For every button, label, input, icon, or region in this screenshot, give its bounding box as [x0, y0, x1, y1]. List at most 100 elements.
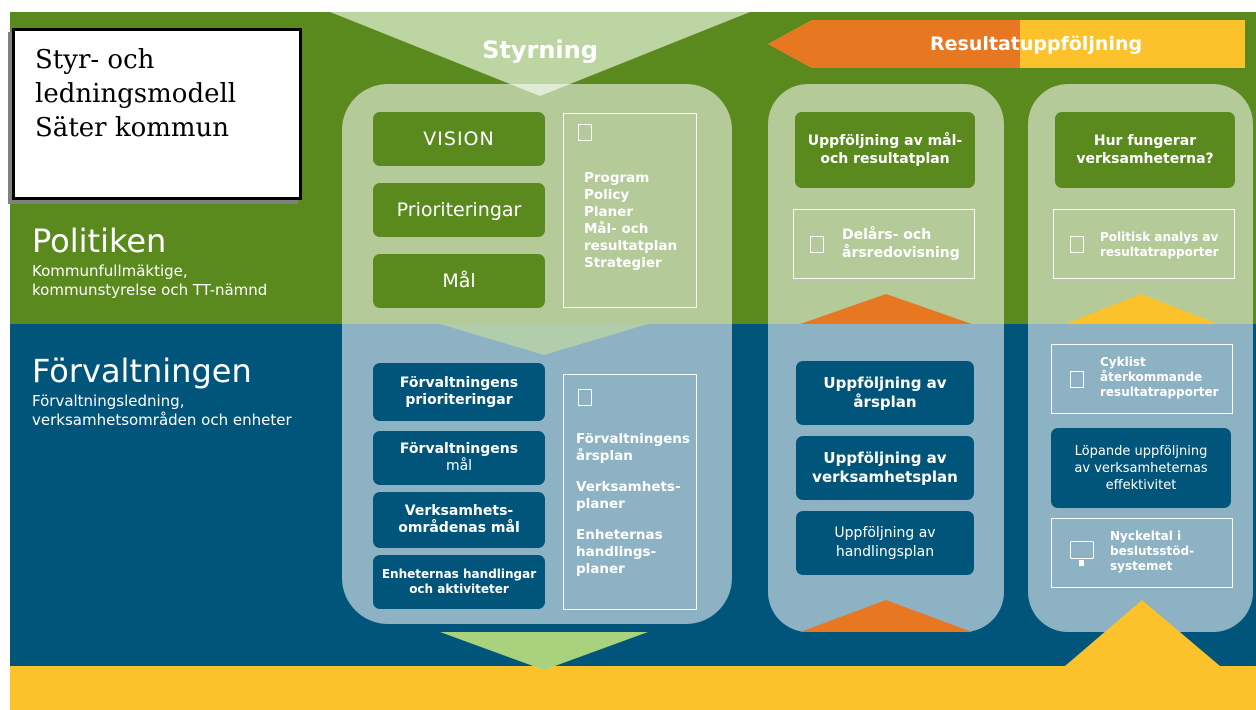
styrning-bottom-arrow: [440, 632, 648, 670]
cyklist-text: Cyklist återkommande resultatrapporter: [1100, 355, 1219, 400]
box-line: Uppföljning av: [823, 449, 947, 467]
styrdokument-list: Program Policy Planer Mål- och resultatp…: [584, 170, 677, 272]
doc-item: årsplan: [576, 448, 633, 464]
forvaltningen-heading: Förvaltningen: [32, 352, 252, 390]
doc-item: Strategier: [584, 255, 662, 271]
styrning-mid-chevron: [440, 324, 648, 355]
box-line: återkommande: [1100, 370, 1203, 384]
box-line: Förvaltningens: [399, 441, 519, 457]
styrdokument-box: Program Policy Planer Mål- och resultatp…: [563, 113, 697, 308]
monitor-stand: [1079, 560, 1084, 566]
box-line: Politisk analys av: [1100, 230, 1219, 244]
box-line: och aktiviteter: [409, 582, 509, 596]
hur-fungerar-box: Hur fungerar verksamheterna?: [1055, 112, 1235, 188]
delars-box: Delårs- och årsredovisning: [793, 209, 975, 279]
box-line: Hur fungerar: [1093, 133, 1197, 149]
box-line: resultatrapporter: [1100, 245, 1219, 259]
forvaltningen-sub-2: verksamhetsområden och enheter: [32, 411, 292, 429]
doc-item: Enheternas: [576, 527, 663, 543]
monitor-icon: [1070, 541, 1094, 559]
doc-item: Verksamhets-: [576, 479, 681, 495]
box-line: och resultatplan: [820, 151, 950, 167]
document-icon: [1070, 236, 1084, 253]
nyckeltal-text: Nyckeltal i beslutsstöd- systemet: [1110, 529, 1194, 574]
bottom-yellow-band: [10, 666, 1256, 710]
box-line: årsplan: [853, 393, 917, 411]
box-line: prioriteringar: [405, 392, 513, 408]
doc-item: handlings-: [576, 544, 657, 560]
box-line: årsredovisning: [842, 245, 960, 261]
mal-label: Mål: [442, 270, 476, 292]
doc-item: Program: [584, 170, 650, 186]
doc-item: resultatplan: [584, 238, 678, 254]
col3-up-triangle-bottom: [1065, 600, 1220, 666]
styrning-label: Styrning: [482, 36, 598, 64]
delars-text: Delårs- och årsredovisning: [842, 226, 960, 262]
box-line: mål: [445, 458, 473, 474]
document-icon: [578, 389, 592, 406]
vision-label: VISION: [423, 128, 495, 150]
box-line: Nyckeltal i: [1110, 529, 1182, 543]
doc-item: Planer: [584, 204, 634, 220]
uppfoljning-mal-box: Uppföljning av mål-och resultatplan: [795, 112, 975, 188]
politiken-sub-2: kommunstyrelse och TT-nämnd: [32, 281, 268, 299]
box-line: effektivitet: [1105, 477, 1177, 493]
styrning-funnel-triangle: [330, 12, 750, 96]
box-line: Uppföljning av mål-: [807, 133, 963, 149]
box-line: av verksamheternas: [1074, 460, 1208, 476]
mal-box: Mål: [373, 254, 545, 308]
politiken-heading: Politiken: [32, 222, 167, 260]
box-line: systemet: [1110, 559, 1173, 573]
resultat-arrow-orange: [768, 20, 1020, 68]
vision-box: VISION: [373, 112, 545, 166]
box-line: Förvaltningens: [399, 375, 519, 391]
box-line: Uppföljning av: [823, 374, 947, 392]
box-line: områdenas mål: [398, 520, 520, 536]
verksamhetsomraden-box: Verksamhets-områdenas mål: [373, 492, 545, 548]
box-line: verksamheterna?: [1076, 151, 1214, 167]
doc-item: Förvaltningens: [576, 431, 690, 447]
doc-item: Policy: [584, 187, 630, 203]
cyklist-box: Cyklist återkommande resultatrapporter: [1051, 344, 1233, 414]
prioriteringar-label: Prioriteringar: [396, 199, 522, 221]
col2-up-triangle-bottom: [800, 600, 972, 632]
politisk-analys-text: Politisk analys av resultatrapporter: [1100, 230, 1219, 260]
title-line-2: ledningsmodell: [35, 79, 237, 109]
doc-item: Mål- och: [584, 221, 649, 237]
col3-up-triangle-top: [1065, 294, 1218, 324]
resultat-label: Resultatuppföljning: [930, 33, 1143, 55]
document-icon: [810, 236, 824, 253]
politiken-section: Politiken Kommunfullmäktige, kommunstyre…: [32, 222, 267, 300]
box-line: handlingsplan: [835, 544, 935, 560]
nyckeltal-box: Nyckeltal i beslutsstöd- systemet: [1051, 518, 1233, 588]
box-line: Verksamhets-: [404, 503, 514, 519]
forvaltningsdokument-list: Förvaltningens årsplan Verksamhets- plan…: [576, 431, 690, 578]
box-line: Cyklist: [1100, 355, 1146, 369]
forvaltningen-section: Förvaltningen Förvaltningsledning, verks…: [32, 352, 292, 430]
title-line-3: Säter kommun: [35, 113, 230, 143]
box-line: Löpande uppföljning: [1074, 443, 1208, 459]
forvaltningsdokument-box: Förvaltningens årsplan Verksamhets- plan…: [563, 374, 697, 610]
box-line: Delårs- och: [842, 227, 932, 243]
prioriteringar-box: Prioriteringar: [373, 183, 545, 237]
uppfoljning-handlingsplan-box: Uppföljning av handlingsplan: [796, 511, 974, 575]
box-line: resultatrapporter: [1100, 385, 1219, 399]
model-title-box: Styr- och ledningsmodell Säter kommun: [12, 28, 302, 200]
forvaltningen-sub-1: Förvaltningsledning,: [32, 392, 185, 410]
politiken-sub-1: Kommunfullmäktige,: [32, 262, 188, 280]
doc-item: planer: [576, 561, 625, 577]
box-line: verksamhetsplan: [812, 468, 958, 486]
box-line: Uppföljning av: [834, 525, 936, 541]
col2-up-triangle-top: [800, 294, 972, 324]
title-line-1: Styr- och: [35, 45, 155, 75]
doc-item: planer: [576, 496, 625, 512]
politisk-analys-box: Politisk analys av resultatrapporter: [1053, 209, 1235, 279]
box-line: Enheternas handlingar: [381, 567, 537, 581]
document-icon: [578, 124, 592, 141]
